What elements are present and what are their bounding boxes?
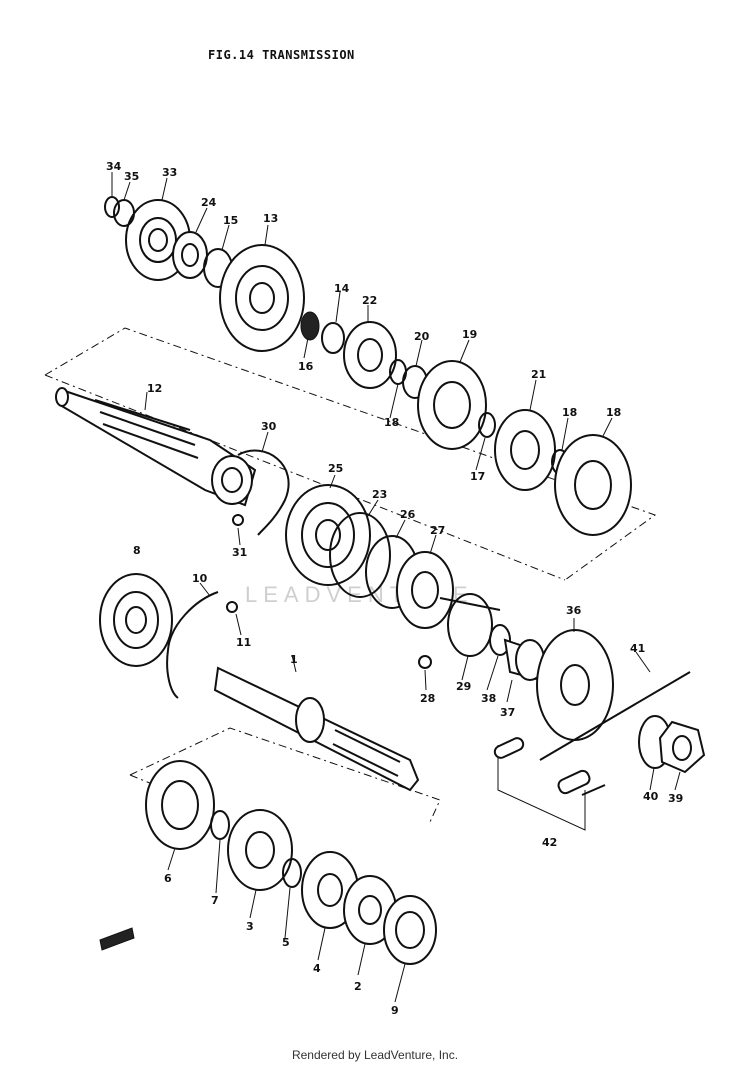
callout-label-33: 33: [162, 166, 177, 179]
bearing-retainer: [237, 449, 290, 536]
callout-label-29: 29: [456, 680, 471, 693]
countershaft: [55, 387, 257, 507]
countershaft-group-outline: [44, 327, 657, 581]
driveshaft-group-outline-lower: [129, 774, 163, 789]
callout-label-35: 35: [124, 170, 139, 183]
bearing-8: [99, 573, 173, 667]
callout-label-39: 39: [668, 792, 683, 805]
callout-label-26: 26: [400, 508, 416, 521]
gear-2: [343, 875, 397, 945]
callout-label-4: 4: [313, 962, 321, 975]
sprocket-36: [536, 629, 614, 741]
callout-label-8: 8: [133, 544, 141, 557]
callout-label-18: 18: [384, 416, 399, 429]
gear-3: [227, 809, 293, 891]
callout-label-40: 40: [643, 790, 659, 803]
screw-31: [232, 514, 244, 526]
oil-seal-23: [329, 512, 391, 598]
callout-label-28: 28: [420, 692, 435, 705]
callout-label-37: 37: [500, 706, 515, 719]
needle-bearing-16: [300, 311, 320, 341]
circlip-34: [104, 196, 120, 218]
callout-label-1: 1: [290, 653, 298, 666]
gear-19: [417, 360, 487, 450]
front-arrow-icon: [99, 927, 135, 951]
callout-label-25: 25: [328, 462, 343, 475]
circlip-7: [210, 810, 230, 840]
callout-label-10: 10: [192, 572, 208, 585]
footer-credit: Rendered by LeadVenture, Inc.: [291, 1048, 459, 1062]
nut-39: [658, 720, 706, 774]
gear-17: [554, 434, 632, 536]
drive-chain-41: [539, 671, 691, 761]
chain-kit-bracket: [497, 745, 586, 831]
callout-label-23: 23: [372, 488, 387, 501]
callout-label-41: 41: [630, 642, 645, 655]
callout-label-18: 18: [562, 406, 577, 419]
o-ring-29: [447, 593, 493, 657]
callout-label-38: 38: [481, 692, 496, 705]
callout-label-2: 2: [354, 980, 362, 993]
callout-label-42: 42: [542, 836, 557, 849]
bolt-28: [418, 655, 432, 669]
callout-label-20: 20: [414, 330, 430, 343]
circlip-18-b: [478, 412, 496, 438]
callout-label-14: 14: [334, 282, 350, 295]
callout-label-36: 36: [566, 604, 582, 617]
gear-22: [343, 321, 397, 389]
bearing-9: [383, 895, 437, 965]
screw-11: [226, 601, 238, 613]
callout-label-34: 34: [106, 160, 122, 173]
callout-label-17: 17: [470, 470, 485, 483]
driveshaft: [213, 666, 420, 792]
circlip-5: [282, 858, 302, 888]
gear-21: [494, 409, 556, 491]
callout-label-16: 16: [298, 360, 314, 373]
bearing-27: [396, 551, 454, 629]
callout-label-3: 3: [246, 920, 254, 933]
callout-label-11: 11: [236, 636, 251, 649]
spacer-37: [503, 638, 545, 682]
figure-title: FIG.14 TRANSMISSION: [208, 48, 355, 62]
driveshaft-group-outline: [129, 727, 441, 823]
callout-label-22: 22: [362, 294, 377, 307]
callout-label-18: 18: [606, 406, 621, 419]
bearing-retainer-10: [166, 591, 219, 699]
leader-lines: [111, 172, 681, 1003]
callout-label-9: 9: [391, 1004, 399, 1017]
callout-label-30: 30: [261, 420, 277, 433]
o-ring-38: [489, 624, 511, 656]
callout-label-27: 27: [430, 524, 445, 537]
callout-label-15: 15: [223, 214, 238, 227]
bearing-25: [285, 484, 371, 586]
callout-label-21: 21: [531, 368, 546, 381]
gear-6: [145, 760, 215, 850]
callout-label-7: 7: [211, 894, 219, 907]
callout-label-5: 5: [282, 936, 290, 949]
chain-joint-42: [493, 737, 606, 796]
callout-label-31: 31: [232, 546, 247, 559]
callout-label-24: 24: [201, 196, 217, 209]
drive-shaft-spacer: [439, 597, 501, 611]
bearing-24: [172, 231, 208, 279]
callout-label-13: 13: [263, 212, 278, 225]
washer-14: [321, 322, 345, 354]
gear-13: [219, 244, 305, 352]
callout-label-6: 6: [164, 872, 172, 885]
callout-label-12: 12: [147, 382, 162, 395]
countershaft-group-outline-lower: [44, 374, 566, 581]
callout-label-19: 19: [462, 328, 477, 341]
